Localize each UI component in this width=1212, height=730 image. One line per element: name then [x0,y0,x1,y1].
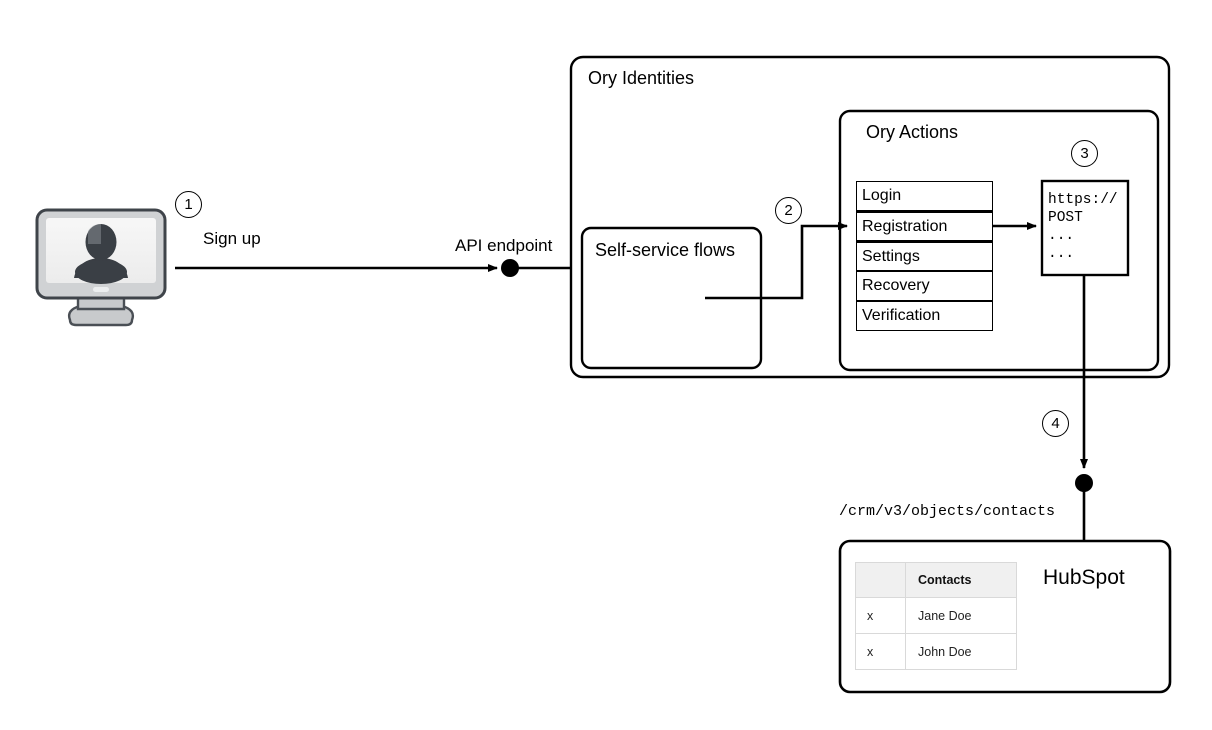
step-marker-1: 1 [175,191,202,218]
api-endpoint-dot [501,259,519,277]
table-cell-flag: x [855,597,906,634]
user-monitor-icon [35,208,167,327]
table-header-row: Contacts [855,562,1017,598]
hubspot-endpoint-path: /crm/v3/objects/contacts [839,503,1056,520]
step-marker-3: 3 [1071,140,1098,167]
flow-item-verification-label: Verification [862,307,941,324]
flow-item-verification[interactable]: Verification [856,301,993,331]
flow-item-settings[interactable]: Settings [856,241,993,271]
step-marker-1-label: 1 [184,196,193,213]
table-header-contacts: Contacts [905,562,1017,598]
webhook-line-ellipsis-2: ... [1048,246,1075,262]
webhook-line-ellipsis-1: ... [1048,228,1075,244]
flow-item-login[interactable]: Login [856,181,993,211]
webhook-post-box [1040,179,1130,277]
table-header-flag [855,562,906,598]
flow-item-settings-label: Settings [862,248,920,265]
table-row[interactable]: x Jane Doe [855,597,1017,634]
step-marker-4-label: 4 [1051,415,1060,432]
table-cell-flag: x [855,633,906,670]
webhook-line-method: POST [1048,210,1083,226]
signup-label: Sign up [203,229,261,248]
table-row[interactable]: x John Doe [855,633,1017,670]
step-marker-2-label: 2 [784,202,793,219]
self-service-flows-title: Self-service flows [595,240,736,260]
ory-actions-title: Ory Actions [866,122,959,142]
flow-item-registration-label: Registration [862,218,948,235]
hubspot-contacts-table: Contacts x Jane Doe x John Doe [855,562,1017,670]
flow-item-login-label: Login [862,187,902,204]
api-endpoint-label: API endpoint [455,236,553,255]
table-cell-name: John Doe [905,633,1017,670]
ory-identities-title: Ory Identities [588,68,695,88]
webhook-line-url: https:// [1048,192,1118,208]
step-marker-2: 2 [775,197,802,224]
hubspot-title: HubSpot [1043,566,1125,589]
selfservice-to-registration-connector [705,222,848,300]
step-marker-4: 4 [1042,410,1069,437]
table-cell-name: Jane Doe [905,597,1017,634]
step-marker-3-label: 3 [1080,145,1089,162]
flow-item-recovery-label: Recovery [862,277,930,294]
flow-item-recovery[interactable]: Recovery [856,271,993,301]
flow-item-registration[interactable]: Registration [856,211,993,241]
